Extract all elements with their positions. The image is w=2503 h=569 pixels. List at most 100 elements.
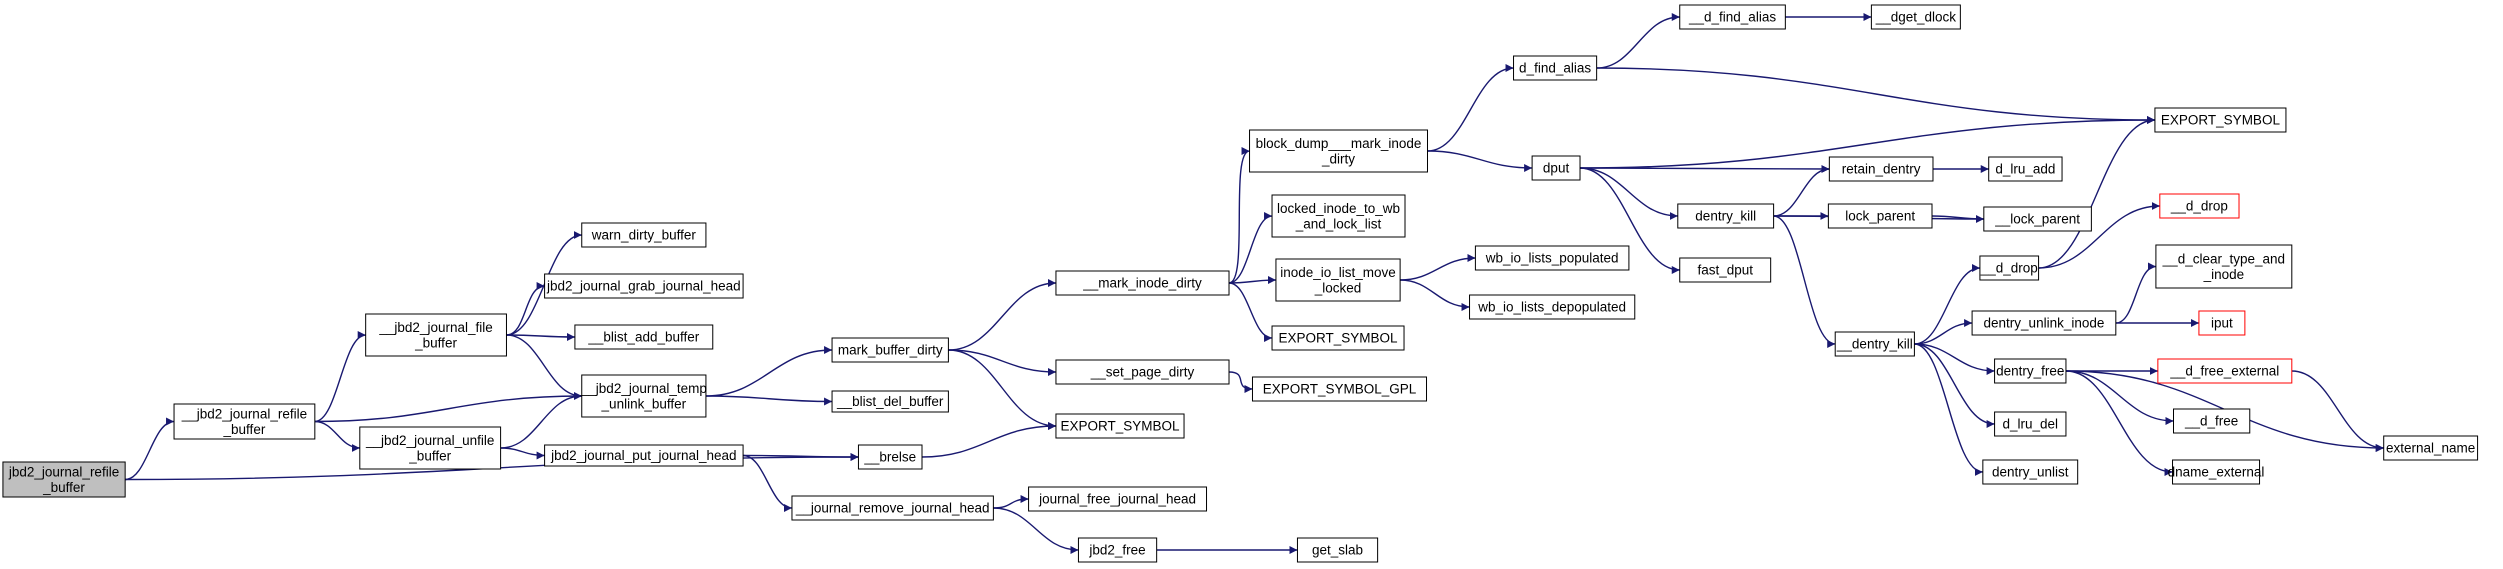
- node-lockp[interactable]: lock_parent: [1827, 203, 1933, 229]
- node-retain[interactable]: retain_dentry: [1828, 156, 1934, 182]
- node-dfe[interactable]: __d_free_external: [2157, 358, 2293, 384]
- node-dunlist[interactable]: dentry_unlist: [1982, 459, 2079, 485]
- edge-mbd-to-mid: [948, 279, 1056, 351]
- node-badd[interactable]: __blist_add_buffer: [574, 324, 714, 350]
- edge-dui-to-dci: [2115, 262, 2157, 324]
- node-dfree2[interactable]: __d_free: [2173, 408, 2251, 434]
- node-jrm[interactable]: __journal_remove_journal_head: [791, 495, 994, 521]
- node-dui[interactable]: dentry_unlink_inode: [1971, 310, 2117, 336]
- node-getslab[interactable]: get_slab: [1296, 537, 1379, 563]
- node-ddrop[interactable]: __d_drop: [1979, 255, 2040, 281]
- node-temp[interactable]: __jbd2_journal_temp_unlink_buffer: [580, 374, 707, 418]
- node-mbd[interactable]: mark_buffer_dirty: [831, 337, 949, 363]
- node-brelse[interactable]: __brelse: [857, 444, 923, 470]
- node-box: [1982, 459, 2079, 485]
- node-box: [2198, 310, 2246, 336]
- node-lockp2[interactable]: __lock_parent: [1983, 206, 2092, 232]
- node-label: wb_io_lists_depopulated: [1477, 300, 1626, 315]
- edge-dentkill-to-dlrudel: [1914, 343, 1995, 428]
- node-label: __jbd2_journal_unfile: [365, 433, 494, 448]
- node-label: _buffer: [408, 448, 451, 463]
- node-exp3[interactable]: EXPORT_SYMBOL: [2154, 107, 2287, 133]
- node-puthead[interactable]: jbd2_journal_put_journal_head: [544, 444, 744, 467]
- node-label: __dentry_kill: [1836, 337, 1913, 352]
- node-label: __jbd2_journal_refile: [181, 406, 307, 421]
- node-box: [1979, 255, 2040, 281]
- edges-layer: [125, 13, 2384, 554]
- node-dgd[interactable]: __dget_dlock: [1870, 4, 1961, 30]
- node-box: [359, 426, 502, 470]
- node-label: __dget_dlock: [1875, 10, 1957, 25]
- edge-dentkill-to-ddrop: [1914, 264, 1980, 345]
- node-dname[interactable]: dname_external: [2168, 459, 2265, 485]
- edge-jrefile-to-junfile: [314, 420, 360, 452]
- node-dfa2[interactable]: __d_find_alias: [1679, 4, 1786, 30]
- edge-dfa-to-exp3: [1596, 67, 2155, 124]
- node-wbdepop[interactable]: wb_io_lists_depopulated: [1469, 294, 1636, 320]
- edge-jrm-to-jbd2free: [993, 507, 1079, 554]
- node-label: jbd2_journal_grab_journal_head: [546, 279, 741, 294]
- node-bdel[interactable]: __blist_del_buffer: [831, 390, 949, 413]
- node-extname[interactable]: external_name: [2383, 435, 2479, 461]
- node-dentkill[interactable]: __dentry_kill: [1834, 331, 1915, 357]
- node-label: EXPORT_SYMBOL: [1060, 419, 1180, 434]
- node-jfile[interactable]: __jbd2_journal_file_buffer: [365, 313, 507, 357]
- node-box: [1827, 203, 1933, 229]
- edge-spd-to-gpl: [1228, 371, 1253, 393]
- node-label: _locked: [1314, 280, 1362, 295]
- node-spd[interactable]: __set_page_dirty: [1055, 359, 1230, 385]
- node-iolm[interactable]: inode_io_list_move_locked: [1275, 258, 1401, 302]
- node-warn[interactable]: warn_dirty_buffer: [581, 222, 707, 248]
- node-dlrudel[interactable]: d_lru_del: [1994, 411, 2067, 437]
- node-label: fast_dput: [1697, 263, 1753, 278]
- node-jrefile[interactable]: __jbd2_journal_refile_buffer: [173, 403, 316, 440]
- node-box: [1983, 206, 2092, 232]
- edge-ddrop-to-ddrop_r: [2038, 202, 2160, 269]
- node-box: [544, 273, 744, 299]
- node-grab[interactable]: jbd2_journal_grab_journal_head: [544, 273, 744, 299]
- node-fastd[interactable]: fast_dput: [1679, 257, 1772, 283]
- node-dkill[interactable]: dentry_kill: [1677, 203, 1775, 229]
- node-label: wb_io_lists_populated: [1485, 251, 1619, 266]
- node-label: locked_inode_to_wb: [1277, 201, 1400, 216]
- edge-dfe-to-extname: [2291, 370, 2384, 452]
- node-gpl[interactable]: EXPORT_SYMBOL_GPL: [1251, 376, 1428, 402]
- edge-dentkill-to-dui: [1914, 319, 1973, 345]
- node-box: [2383, 435, 2479, 461]
- node-label: d_find_alias: [1519, 61, 1591, 76]
- node-dci[interactable]: __d_clear_type_and_inode: [2155, 244, 2293, 289]
- node-jfree[interactable]: journal_free_journal_head: [1028, 486, 1208, 512]
- node-box: [1679, 4, 1786, 30]
- node-label: get_slab: [1312, 543, 1363, 558]
- node-label: lock_parent: [1845, 209, 1915, 224]
- node-label: __d_drop: [2170, 199, 2228, 214]
- node-box: [581, 222, 707, 248]
- node-exp2[interactable]: EXPORT_SYMBOL: [1271, 325, 1405, 351]
- node-mid[interactable]: __mark_inode_dirty: [1055, 270, 1230, 296]
- node-ddrop_r[interactable]: __d_drop: [2159, 193, 2240, 219]
- node-wbpop[interactable]: wb_io_lists_populated: [1474, 245, 1630, 271]
- node-dfree[interactable]: dentry_free: [1994, 358, 2067, 384]
- node-label: __mark_inode_dirty: [1082, 276, 1202, 291]
- node-exp1[interactable]: EXPORT_SYMBOL: [1055, 413, 1185, 439]
- node-jbd2free[interactable]: jbd2_free: [1077, 537, 1158, 563]
- node-box: [1271, 194, 1406, 238]
- node-box: [1271, 325, 1405, 351]
- node-label: warn_dirty_buffer: [591, 228, 697, 243]
- node-label: __brelse: [863, 450, 916, 465]
- node-dfa[interactable]: d_find_alias: [1513, 55, 1598, 81]
- node-dlruadd[interactable]: d_lru_add: [1988, 156, 2063, 182]
- node-bdm[interactable]: block_dump___mark_inode_dirty: [1249, 129, 1428, 173]
- edge-dkill-to-dentkill: [1773, 215, 1836, 348]
- node-liw[interactable]: locked_inode_to_wb_and_lock_list: [1271, 194, 1406, 238]
- node-iput[interactable]: iput: [2198, 310, 2246, 336]
- node-root[interactable]: jbd2_journal_refile_buffer: [2, 461, 126, 498]
- node-box: [1988, 156, 2063, 182]
- edge-dput-to-dkill: [1580, 167, 1678, 220]
- edge-mid-to-bdm: [1228, 147, 1250, 284]
- edge-dput-to-retain: [1580, 164, 1830, 173]
- node-label: __lock_parent: [1994, 212, 2080, 227]
- node-label: journal_free_journal_head: [1038, 492, 1196, 507]
- node-dput[interactable]: dput: [1531, 155, 1581, 181]
- node-junfile[interactable]: __jbd2_journal_unfile_buffer: [359, 426, 502, 470]
